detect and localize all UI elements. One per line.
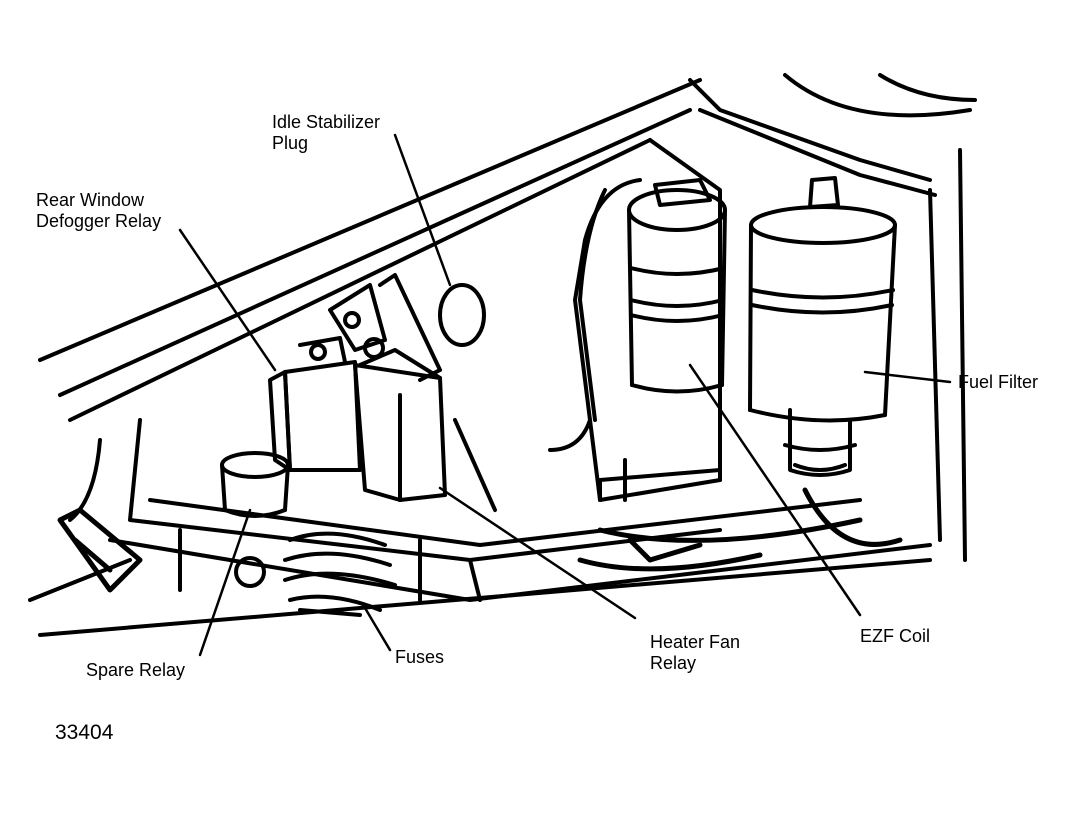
fuse-block-shape: [283, 531, 397, 617]
idle-stabilizer-plug-shape: [438, 283, 486, 347]
leader-idle-stabilizer: [393, 133, 452, 287]
leader-ezf-coil: [688, 363, 862, 617]
ezf-coil-shape: [548, 178, 727, 502]
leader-heater-fan-relay: [438, 486, 637, 620]
wiring-harness: [57, 487, 903, 593]
label-heater-fan-relay: Heater Fan Relay: [650, 632, 741, 673]
fuel-filter-shape: [748, 176, 897, 477]
idle-stabilizer-bracket: [328, 273, 497, 512]
label-idle-stabilizer-plug: Idle Stabilizer Plug: [272, 112, 381, 153]
figure-id: 33404: [55, 721, 114, 744]
label-ezf-coil: EZF Coil: [860, 626, 931, 646]
leader-fuses: [363, 606, 392, 652]
leader-fuel-filter: [863, 370, 952, 384]
rear-window-defogger-relay-shape: [268, 336, 362, 472]
label-rear-window-defogger-relay: Rear Window Defogger Relay: [36, 190, 162, 231]
label-fuel-filter: Fuel Filter: [958, 372, 1039, 392]
spare-relay-shape: [220, 451, 290, 588]
label-fuses: Fuses: [395, 647, 445, 667]
mounting-bracket: [108, 418, 932, 602]
leader-spare-relay: [198, 508, 252, 657]
fender-panel-outline: [28, 73, 977, 637]
leader-lines: [178, 133, 952, 657]
leader-defogger-relay: [178, 228, 277, 372]
label-spare-relay: Spare Relay: [86, 660, 186, 680]
